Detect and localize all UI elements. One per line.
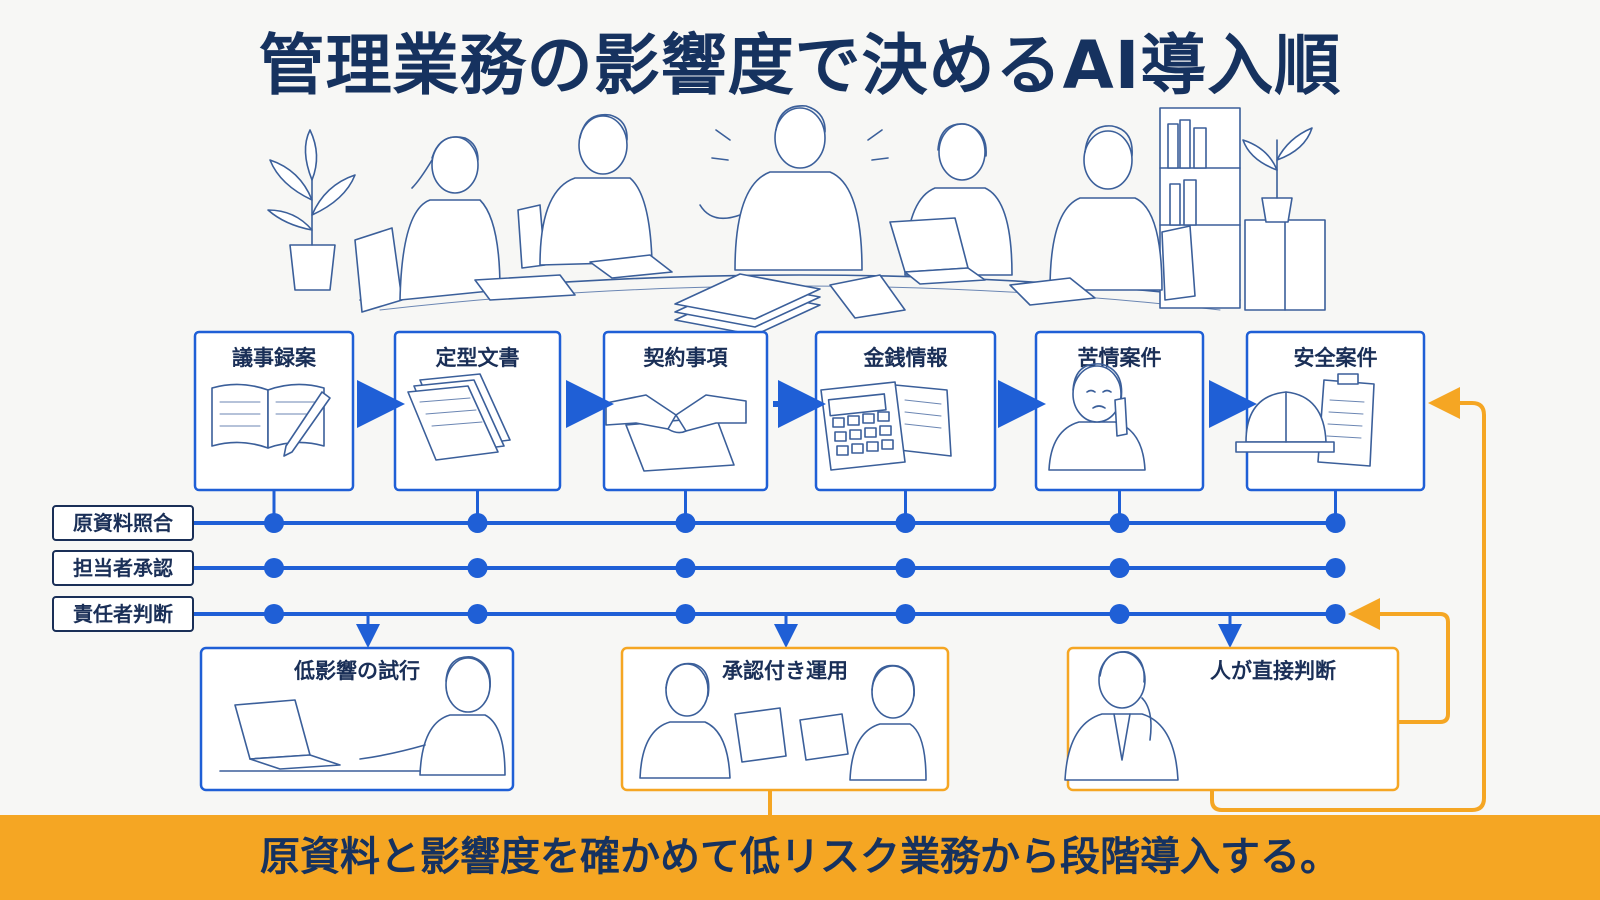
summary-banner: 原資料と影響度を確かめて低リスク業務から段階導入する。 [0,815,1600,900]
checkpoint-dot [264,604,284,624]
man-pondering-person [1009,125,1196,306]
man-thinking-person [517,113,673,279]
team-meeting-illustration [267,105,1326,336]
step-connectors [272,380,1337,523]
step-label: 議事録案 [232,346,317,370]
checkpoint-dot [467,604,488,624]
woman-writing-person [354,136,576,313]
check-row-3: 責任者判断 [52,596,1330,632]
checkpoint-dot [467,558,488,578]
outcome-label: 承認付き運用 [722,659,848,683]
document-stack-icon [407,373,511,461]
paper-stack-icon [674,273,906,336]
outcome-label: 人が直接判断 [1210,659,1336,683]
outcome-icons [219,651,1179,781]
checkpoint-dot [895,604,916,624]
hardhat-clipboard-icon [1235,373,1375,467]
potted-plant-icon [1242,127,1313,223]
woman-laptop-person [889,123,1013,285]
outcome-label: 低影響の試行 [293,659,420,683]
phone-worried-person-icon [1048,363,1146,471]
checkpoint-dot [675,558,696,578]
person-at-laptop-icon [219,656,506,776]
row-label: 原資料照合 [73,511,174,535]
feedback-loop-arrows [768,387,1486,815]
checkpoint-dot [264,513,284,533]
checkpoint-dot [1109,513,1130,533]
checkpoint-dot [467,513,488,533]
step-label: 契約事項 [643,346,729,370]
checkpoint-dot [1325,558,1346,578]
man-presenting-person [699,105,889,271]
check-row-2: 担当者承認 [52,550,1330,586]
step-label: 安全案件 [1294,346,1378,370]
checkpoint-dot [1109,604,1130,624]
thinking-manager-icon [1064,651,1179,781]
open-notebook-pen-icon [211,383,331,457]
step-label: 金銭情報 [863,346,949,370]
checkpoint-dot [1325,604,1346,624]
checkpoint-dot [1325,513,1346,533]
row-label: 担当者承認 [73,556,173,580]
handshake-contract-icon [605,394,747,472]
calculator-papers-icon [820,381,952,471]
row-label: 責任者判断 [73,602,173,626]
check-row-1: 原資料照合 [52,505,1330,541]
page-title: 管理業務の影響度で決めるAI導入順 [258,27,1342,104]
checkpoint-dot [675,604,696,624]
checkpoint-dot [675,513,696,533]
checkpoint-dot [895,513,916,533]
checkpoint-dots [264,513,1346,624]
bookshelf-icon [1159,107,1326,311]
potted-plant-icon [267,129,356,291]
checkpoint-dot [264,558,284,578]
checkpoint-dot [1109,558,1130,578]
two-people-exchanging-documents-icon [639,662,927,781]
step-label: 定型文書 [436,346,520,370]
checkpoint-dot [895,558,916,578]
step-icons [211,363,1375,472]
